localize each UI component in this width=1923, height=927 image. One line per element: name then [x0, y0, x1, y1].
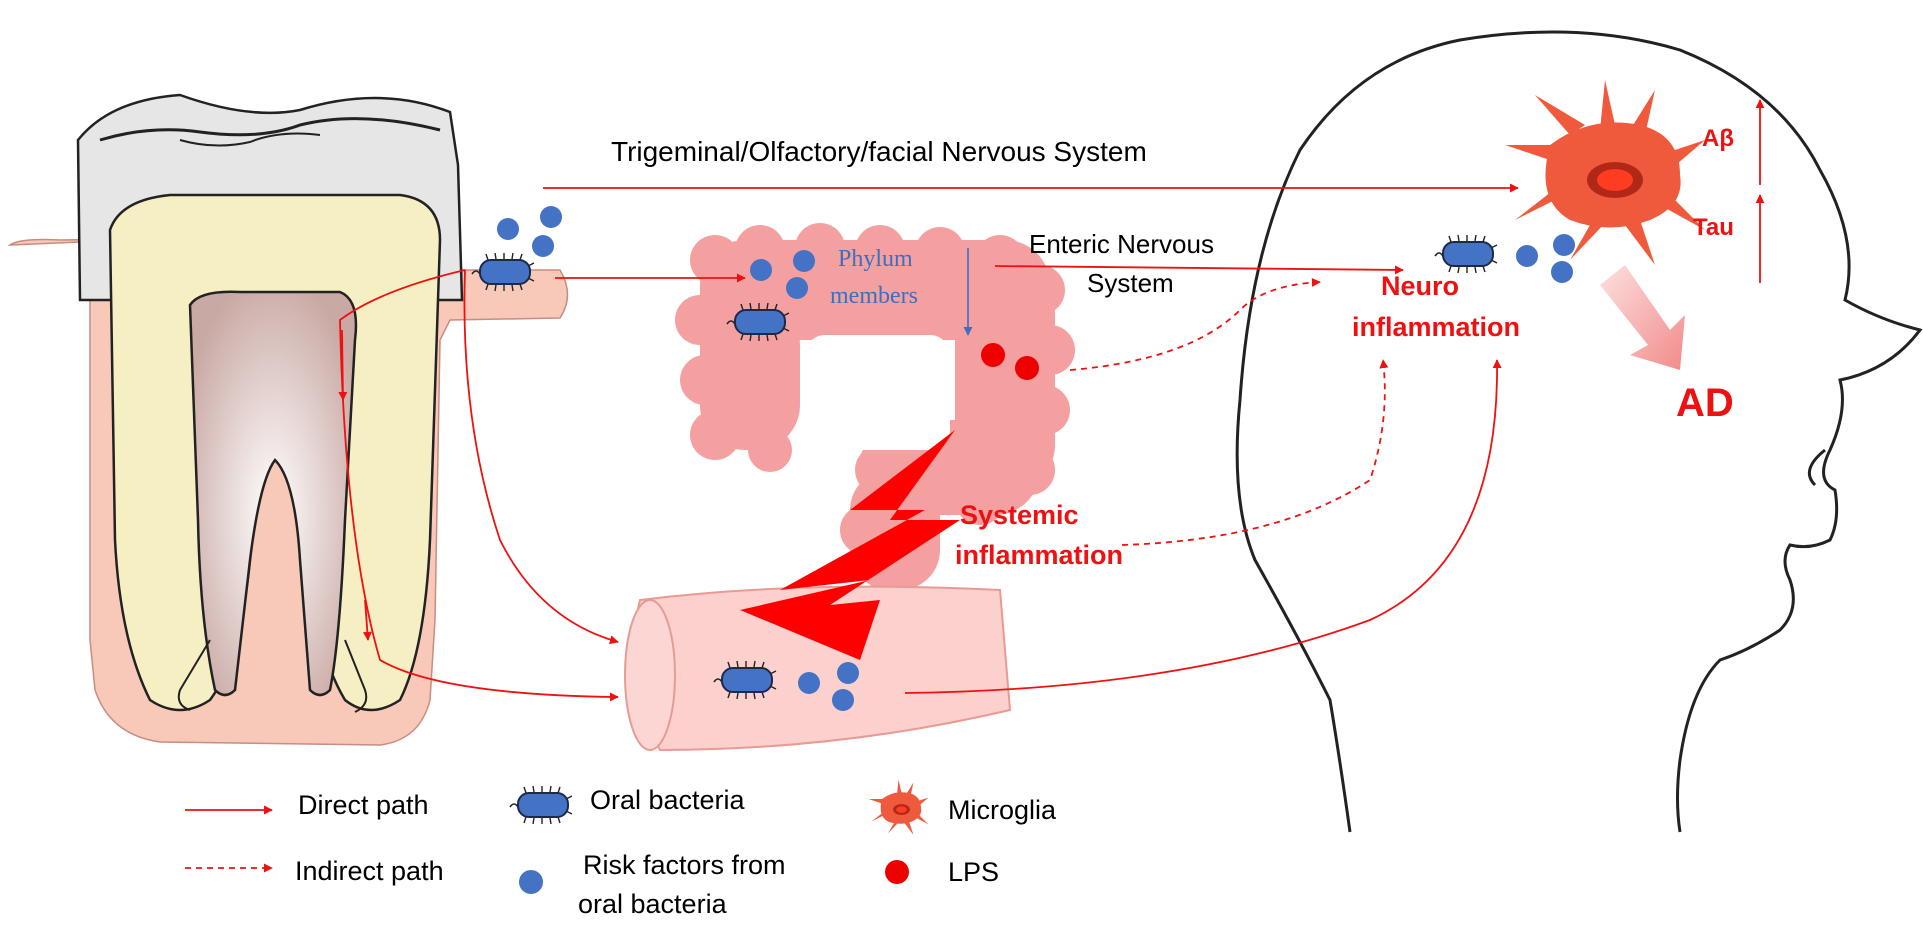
indirect-arrows	[185, 277, 1389, 873]
phylum-label-line1: Phylum	[838, 246, 913, 272]
legend-risk-dot-icon	[519, 870, 543, 894]
head-outline	[1235, 30, 1923, 833]
pathway-arrows	[185, 99, 1765, 815]
legend-indirect-path: Indirect path	[295, 856, 444, 886]
legend-bacteria-icon	[509, 785, 573, 825]
legend-direct-path: Direct path	[298, 790, 429, 820]
tooth	[7, 93, 569, 746]
legend-risk-factors-line2: oral bacteria	[578, 889, 727, 919]
legend-oral-bacteria: Oral bacteria	[590, 785, 745, 815]
enteric-label-line1: Enteric Nervous	[1029, 229, 1214, 259]
ad-label: AD	[1676, 381, 1734, 425]
neuro-inflammation-line1: Neuro	[1381, 271, 1460, 301]
abeta-label: Aβ	[1702, 125, 1734, 152]
systemic-inflammation-line2: inflammation	[955, 540, 1124, 570]
legend-risk-factors-line1: Risk factors from	[583, 850, 786, 880]
lps-dots	[885, 343, 1039, 884]
neuro-inflammation-line2: inflammation	[1352, 312, 1521, 342]
blood-vessel	[624, 585, 1012, 752]
legend-lps-dot-icon	[885, 860, 909, 884]
systemic-inflammation-line1: Systemic	[960, 500, 1079, 530]
oral-bacteria-brain	[1434, 234, 1498, 274]
enteric-label-line2: System	[1087, 268, 1174, 298]
phylum-label-line2: members	[830, 283, 918, 309]
risk-factor-dots	[497, 206, 1575, 894]
legend-microglia-icon	[868, 779, 929, 835]
legend-microglia: Microglia	[948, 795, 1057, 825]
lightning-bolt-icon	[740, 430, 960, 660]
trigeminal-label: Trigeminal/Olfactory/facial Nervous Syst…	[611, 136, 1147, 167]
ad-arrow	[1600, 265, 1685, 370]
tau-label: Tau	[1693, 214, 1734, 241]
microglia-cell	[1505, 80, 1705, 265]
legend-lps: LPS	[948, 857, 1000, 887]
